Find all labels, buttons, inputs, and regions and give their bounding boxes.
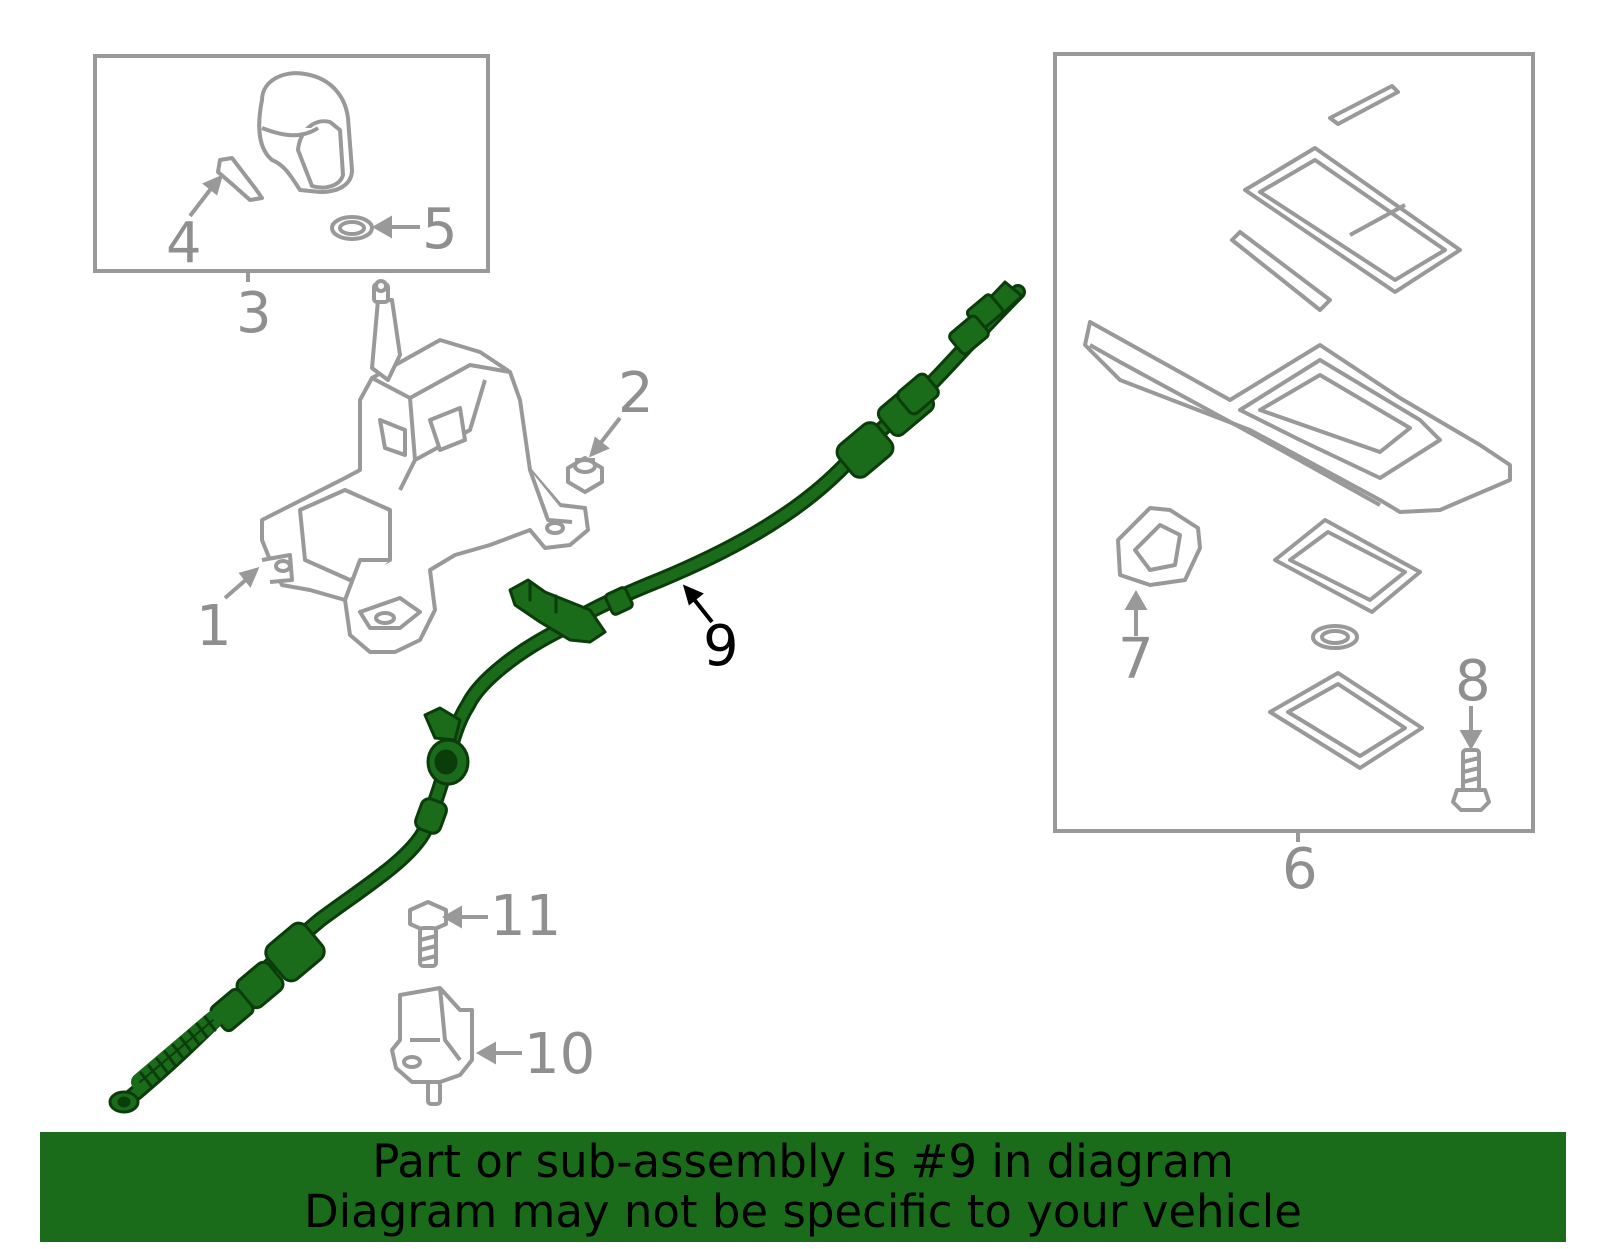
shift-knob-part[interactable] [257, 71, 354, 194]
banner-line-part-number: Part or sub-assembly is #9 in diagram [372, 1135, 1234, 1188]
shift-cable-fittings [209, 280, 1024, 1033]
callout-arrow-1 [223, 566, 260, 600]
callout-2: 2 [618, 361, 654, 426]
console-panel-part[interactable] [1083, 230, 1512, 514]
info-banner: Part or sub-assembly is #9 in diagram Di… [40, 1132, 1566, 1242]
callout-7: 7 [1118, 627, 1154, 692]
knob-insert-part[interactable] [216, 156, 264, 202]
shift-cable-end-eye [108, 1090, 140, 1114]
console-bolt-part[interactable] [1451, 748, 1491, 812]
callout-11: 11 [490, 884, 561, 949]
cable-bracket-part[interactable] [390, 986, 474, 1106]
callout-5: 5 [422, 197, 458, 262]
shift-cable-thread [131, 1011, 222, 1091]
shift-knob-group-box [93, 54, 490, 282]
console-boot-part[interactable] [1273, 518, 1422, 614]
knob-ring-part[interactable] [330, 215, 374, 241]
callout-arrow-2 [588, 416, 622, 458]
console-tray-part[interactable] [1243, 146, 1462, 294]
bracket-bolt-part[interactable] [408, 900, 448, 968]
callout-9: 9 [703, 614, 739, 679]
banner-line-disclaimer: Diagram may not be specific to your vehi… [304, 1185, 1302, 1238]
callout-8: 8 [1455, 649, 1491, 714]
callout-3: 3 [236, 281, 272, 346]
console-clip-part[interactable] [1116, 506, 1202, 587]
console-group-box [1053, 52, 1535, 842]
callout-arrows-group6 [1124, 589, 1483, 751]
callout-4: 4 [166, 211, 202, 276]
console-bezel-part[interactable] [1268, 671, 1424, 770]
callout-1: 1 [196, 594, 232, 659]
callout-arrows-group3 [188, 174, 420, 239]
callout-labels: 1 2 3 4 5 6 7 8 9 10 11 [166, 197, 1491, 1087]
callout-6: 6 [1282, 837, 1318, 902]
callout-arrow-10 [475, 1041, 522, 1065]
callout-arrow-9 [682, 584, 714, 624]
shift-cable-part[interactable] [108, 280, 1026, 1114]
nut-part[interactable] [566, 456, 604, 494]
banner-background [40, 1132, 1566, 1242]
shifter-assembly-part[interactable] [260, 279, 590, 654]
console-trim-strip-part[interactable] [1328, 84, 1400, 126]
console-ring-part[interactable] [1311, 624, 1359, 650]
callout-10: 10 [524, 1022, 595, 1087]
callout-arrow-11 [441, 905, 488, 929]
